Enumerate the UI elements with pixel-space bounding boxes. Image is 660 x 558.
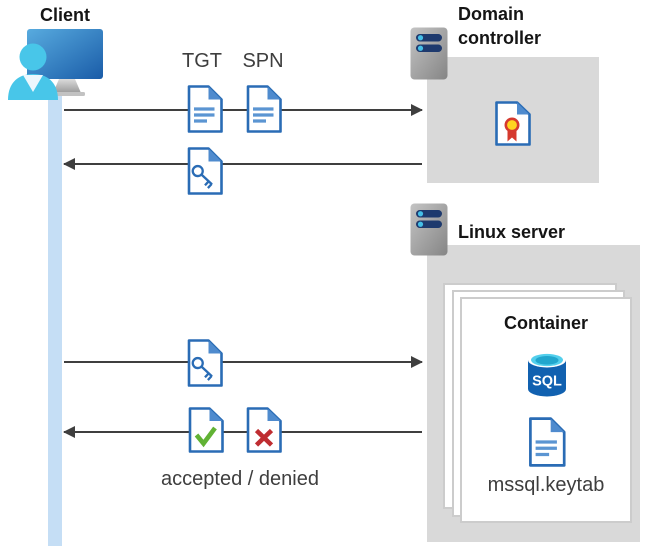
key-ticket-icon bbox=[184, 146, 224, 196]
keytab-document-icon bbox=[525, 416, 567, 468]
client-title: Client bbox=[39, 5, 90, 25]
container-title: Container bbox=[503, 313, 588, 333]
linux-server-title: Linux server bbox=[458, 222, 566, 242]
person-icon bbox=[6, 42, 62, 100]
client-lifeline bbox=[48, 88, 62, 546]
spn-label: SPN bbox=[242, 50, 284, 72]
arrow-dc-to-client bbox=[63, 158, 422, 170]
arrow-client-to-server bbox=[64, 356, 423, 368]
key-ticket-icon bbox=[184, 338, 224, 388]
keytab-label: mssql.keytab bbox=[487, 474, 605, 496]
arrow-server-to-client bbox=[63, 426, 422, 438]
domain-controller-server-icon bbox=[410, 27, 448, 80]
arrowhead-left-icon bbox=[63, 158, 75, 170]
container-card-front bbox=[460, 297, 632, 523]
arrow-client-to-dc bbox=[64, 104, 423, 116]
tgt-document-icon bbox=[184, 84, 224, 134]
certificate-icon bbox=[492, 100, 534, 147]
arrowhead-left-icon bbox=[63, 426, 75, 438]
arrowhead-right-icon bbox=[411, 356, 423, 368]
monitor-icon bbox=[24, 28, 106, 98]
arrowhead-right-icon bbox=[411, 104, 423, 116]
x-document-icon bbox=[243, 406, 283, 454]
domain-controller-title: Domain controller bbox=[458, 4, 542, 49]
sql-database-icon: SQL bbox=[524, 350, 570, 399]
check-document-icon bbox=[185, 406, 225, 454]
tgt-label: TGT bbox=[182, 50, 222, 72]
sql-badge-text: SQL bbox=[532, 374, 562, 390]
spn-document-icon bbox=[243, 84, 283, 134]
accepted-denied-label: accepted / denied bbox=[161, 468, 319, 490]
linux-server-icon bbox=[410, 203, 448, 256]
